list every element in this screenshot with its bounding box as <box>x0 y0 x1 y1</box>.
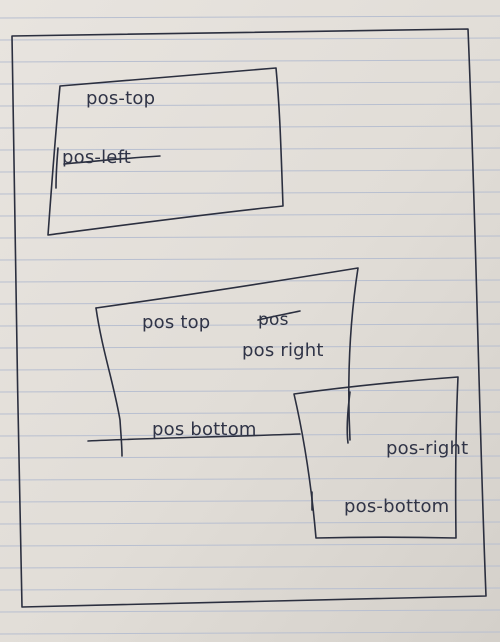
outer-frame <box>11 28 487 608</box>
middle-box-label-right: pos right <box>242 340 324 361</box>
top-box-label-top: pos-top <box>86 88 155 109</box>
lower-box-label-right: pos-right <box>386 438 468 459</box>
middle-box-label-bottom: pos bottom <box>152 419 257 440</box>
top-box: pos-top pos-left <box>47 67 284 236</box>
lower-box: pos-right pos-bottom <box>293 376 468 539</box>
middle-box: pos top pos pos right pos bottom <box>87 267 359 457</box>
lower-box-label-bottom: pos-bottom <box>344 496 449 517</box>
middle-box-label-pos-struck: pos <box>258 310 289 330</box>
ruled-lines <box>0 15 500 635</box>
middle-box-label-top: pos top <box>142 312 210 333</box>
top-box-label-left: pos-left <box>62 147 131 168</box>
